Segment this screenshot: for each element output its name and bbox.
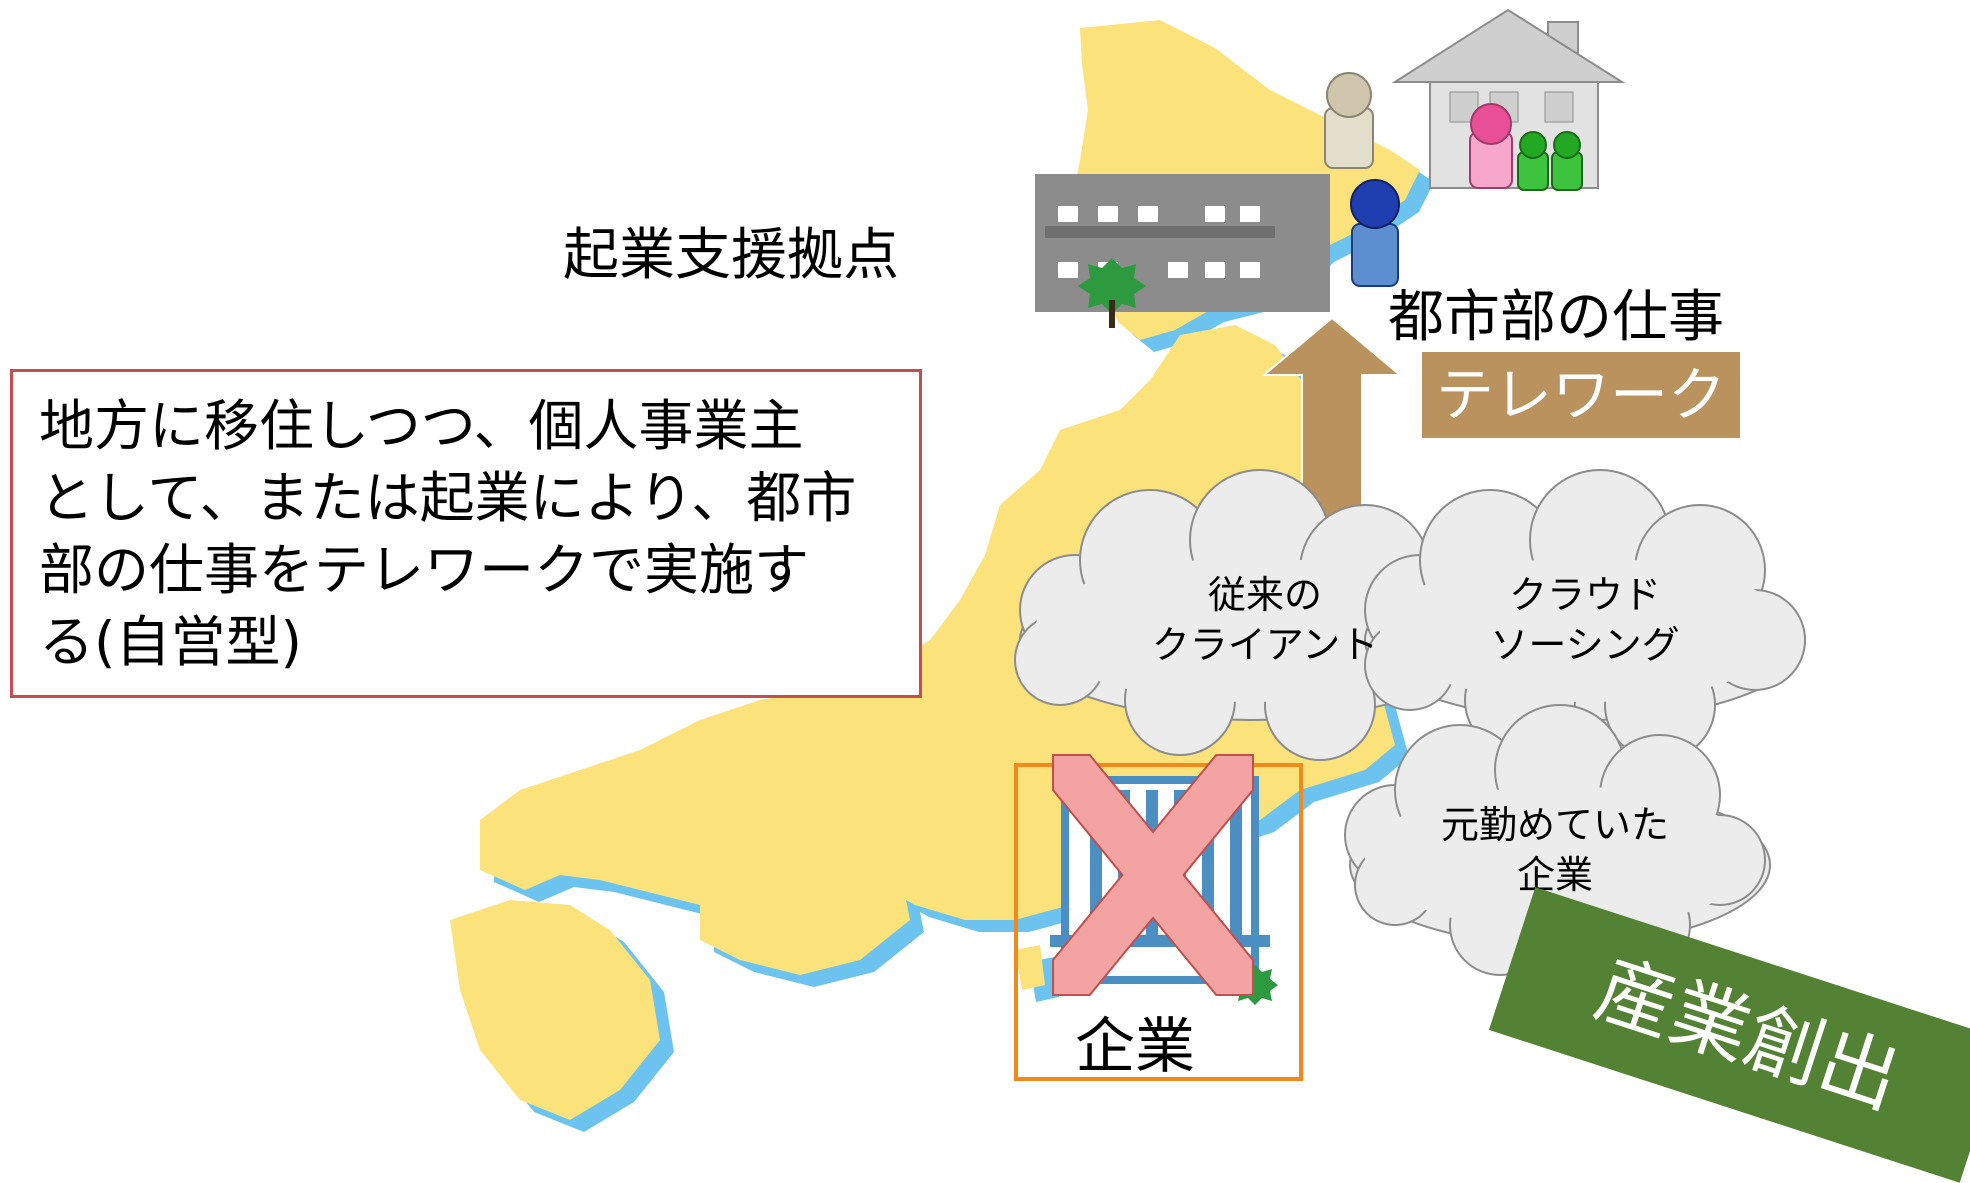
cloud-line: 元勤めていた — [1440, 803, 1669, 847]
description-line: 部の仕事をテレワークで実施す — [39, 538, 810, 602]
telework-label: テレワーク — [1422, 352, 1740, 438]
cloud-line: クライアント — [1151, 623, 1379, 667]
cloud-line: ソーシング — [1490, 623, 1680, 667]
description-line: る(自営型) — [39, 610, 302, 674]
cloud-bubble — [1364, 469, 1806, 761]
cloud-label-crowdsourcing: クラウド ソーシング — [1405, 570, 1765, 670]
person-icon — [1469, 103, 1513, 189]
cloud-label-former-employer: 元勤めていた 企業 — [1375, 800, 1735, 900]
person-icon — [1517, 131, 1549, 191]
cloud-line: 従来の — [1207, 573, 1322, 617]
cloud-bubble — [1344, 704, 1771, 976]
cross-icon — [1052, 754, 1254, 996]
support-base-label: 起業支援拠点 — [563, 223, 899, 288]
description-line: として、または起業により、都市 — [39, 466, 857, 530]
company-panel — [1014, 754, 1303, 1081]
people-icons — [1324, 72, 1583, 287]
cloud-label-previous-clients: 従来の クライアント — [1085, 570, 1445, 670]
description-box: 地方に移住しつつ、個人事業主 として、または起業により、都市 部の仕事をテレワー… — [10, 369, 922, 698]
cloud-line: 企業 — [1516, 853, 1593, 897]
company-label: 企業 — [1075, 1012, 1195, 1082]
person-icon — [1551, 131, 1583, 191]
cloud-line: クラウド — [1508, 573, 1661, 617]
support-base-building — [1035, 174, 1330, 328]
person-icon — [1350, 179, 1400, 287]
description-line: 地方に移住しつつ、個人事業主 — [39, 394, 804, 458]
tree-icon — [1078, 258, 1146, 328]
urban-work-label: 都市部の仕事 — [1388, 285, 1724, 350]
person-icon — [1324, 72, 1374, 169]
